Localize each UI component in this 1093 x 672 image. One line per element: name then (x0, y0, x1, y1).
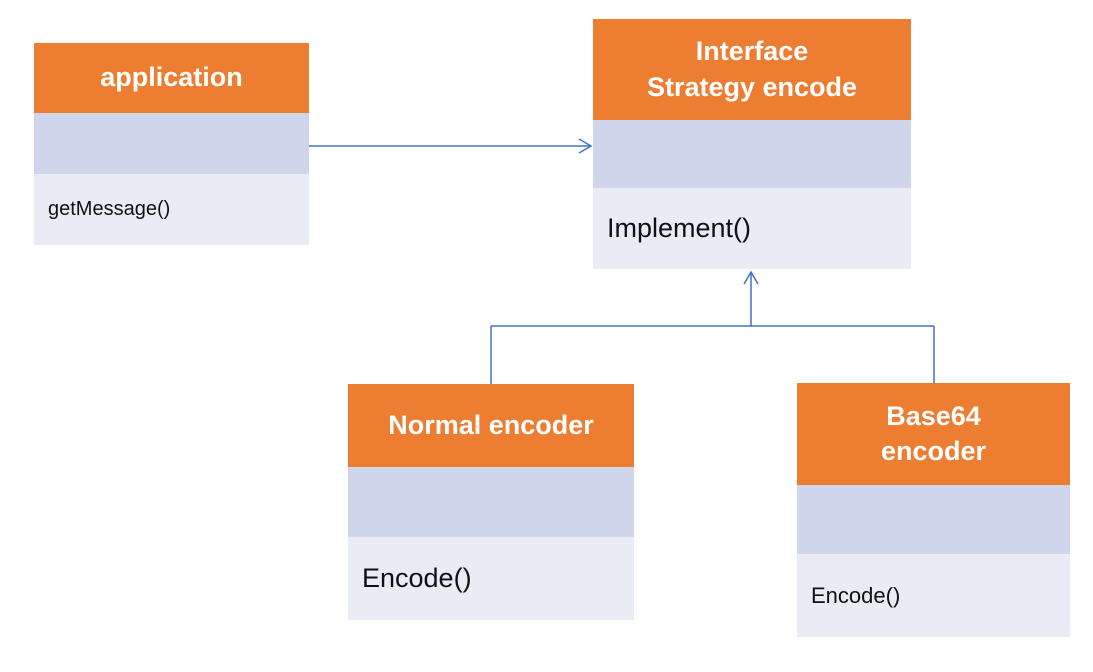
class-normal-operations: Encode() (348, 537, 634, 620)
class-normal-name: Normal encoder (388, 409, 594, 440)
class-base64-attributes (797, 485, 1070, 554)
class-base64-method: Encode() (811, 582, 901, 608)
association-arrowhead (578, 138, 593, 154)
class-application-method: getMessage() (48, 198, 171, 220)
class-strategy-method: Implement() (607, 213, 752, 243)
class-application-attributes (34, 113, 309, 174)
class-strategy-attributes (593, 120, 911, 188)
class-base64-operations: Encode() (797, 554, 1070, 637)
class-normal-header: Normal encoder (348, 384, 634, 467)
class-base64-name-line1: Base64 (886, 400, 981, 431)
class-base64-header: Base64 encoder (797, 383, 1070, 485)
class-application-header: application (34, 43, 309, 113)
class-application-name: application (100, 62, 243, 93)
class-strategy-stereotype: Interface (695, 36, 809, 67)
inheritance-arrowhead (743, 270, 759, 285)
class-application-operations: getMessage() (34, 174, 309, 245)
class-normal-method: Encode() (362, 563, 472, 593)
class-strategy-name: Strategy encode (646, 71, 858, 102)
class-application[interactable]: application getMessage() (34, 43, 309, 245)
class-strategy-operations: Implement() (593, 188, 911, 269)
class-normal-encoder[interactable]: Normal encoder Encode() (348, 384, 634, 620)
class-base64-encoder[interactable]: Base64 encoder Encode() (797, 383, 1070, 637)
class-base64-name-line2: encoder (880, 436, 987, 466)
class-normal-attributes (348, 467, 634, 537)
class-strategy-interface[interactable]: Interface Strategy encode Implement() (593, 19, 911, 269)
class-strategy-header: Interface Strategy encode (593, 19, 911, 120)
